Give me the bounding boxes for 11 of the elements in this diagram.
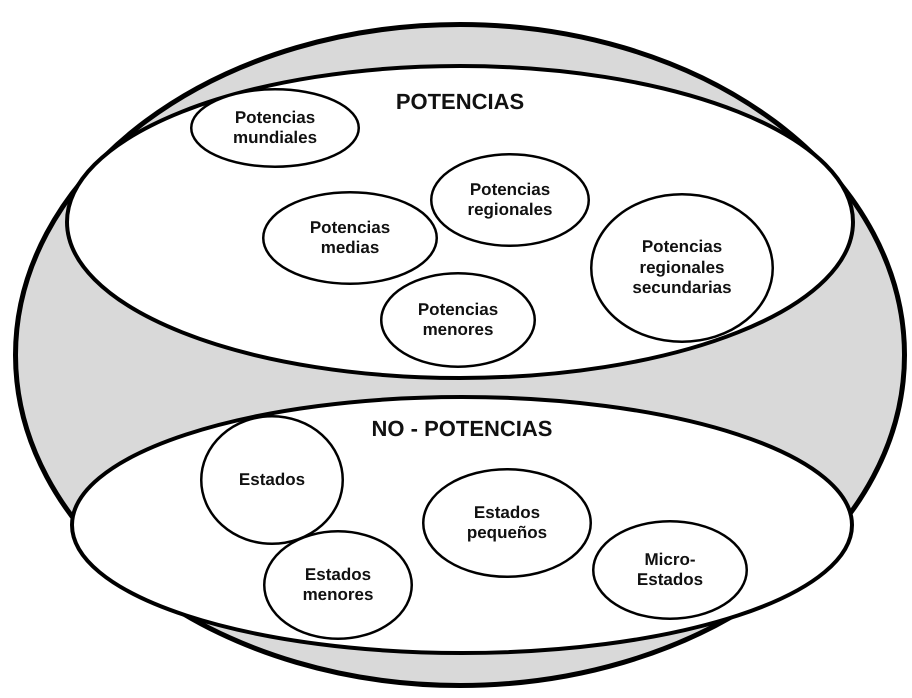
category-label: Estados xyxy=(238,470,306,490)
category-label: Micro- Estados xyxy=(636,550,704,590)
category-label: Potencias medias xyxy=(308,218,392,258)
category-label: Potencias menores xyxy=(416,300,500,340)
category-label: Potencias mundiales xyxy=(232,108,318,148)
category-label: Potencias regionales secundarias xyxy=(631,237,733,299)
group-title: NO - POTENCIAS xyxy=(372,416,552,442)
category-label: Potencias regionales xyxy=(466,180,554,220)
category-label: Estados menores xyxy=(302,564,374,606)
group-title: POTENCIAS xyxy=(396,89,524,116)
category-label: Estados pequeños xyxy=(466,502,548,544)
